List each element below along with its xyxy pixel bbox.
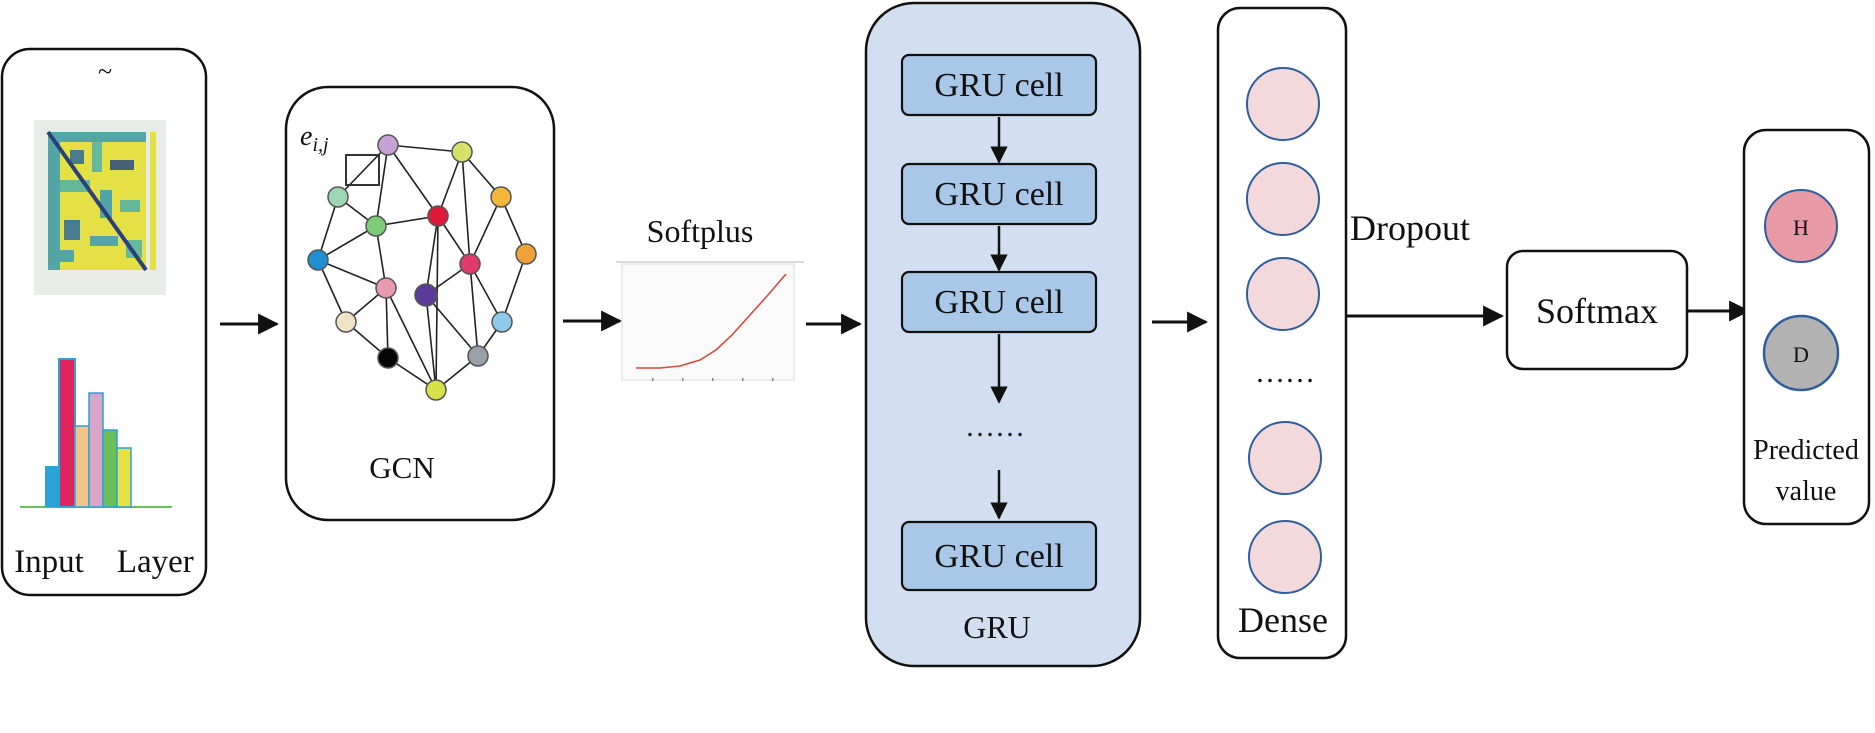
gru-cell-3: [900, 270, 1098, 334]
input-layer-block: ~: [0, 47, 208, 597]
softplus-curve: [636, 273, 787, 369]
dense-neurons: [1246, 67, 1322, 594]
gru-block: GRU cell GRU cell GRU cell …… GRU cell G…: [864, 1, 1142, 668]
neuron: [1246, 67, 1320, 141]
output-block: H D Predicted value: [1742, 128, 1871, 526]
value-label: value: [1776, 476, 1837, 507]
gru-cell-1: [900, 53, 1098, 117]
gru-cell-2: [900, 162, 1098, 226]
dropout-label: Dropout: [1350, 208, 1470, 248]
gru-ellipsis: ……: [965, 410, 1025, 443]
input-layer-label: Input Layer: [14, 544, 194, 580]
softmax-label: Softmax: [1536, 291, 1658, 331]
tilde-mark: ~: [98, 57, 112, 86]
gru-cell-4-label: GRU cell: [934, 538, 1063, 575]
gru-cell-1-label: GRU cell: [934, 67, 1063, 104]
softplus-ticks: [652, 378, 774, 381]
softplus-label: Softplus: [647, 213, 754, 249]
softplus-block: Softplus: [616, 213, 804, 381]
edge-label: ei,j: [300, 121, 329, 156]
neuron: [1246, 162, 1320, 236]
class-h-label: H: [1793, 215, 1809, 240]
adjacency-matrix-thumbnail: [34, 120, 166, 295]
gcn-block: ei,j GCN: [284, 85, 556, 522]
gru-label: GRU: [963, 609, 1031, 645]
class-d-node: [1762, 314, 1840, 392]
class-d-label: D: [1793, 342, 1809, 367]
neuron: [1248, 520, 1322, 594]
neuron: [1248, 421, 1322, 495]
neuron: [1246, 257, 1320, 331]
gru-cell-2-label: GRU cell: [934, 176, 1063, 213]
dense-block: …… Dense: [1216, 6, 1348, 660]
dense-label: Dense: [1238, 600, 1328, 640]
feature-bar-thumbnail: [20, 358, 172, 508]
gru-cell-3-label: GRU cell: [934, 284, 1063, 321]
dense-ellipsis: ……: [1255, 356, 1315, 389]
predicted-label: Predicted: [1753, 435, 1859, 466]
edge-highlight-box: [345, 154, 380, 186]
graph-nodes: [307, 134, 537, 401]
gru-cell-4: [900, 520, 1098, 592]
class-h-node: [1764, 189, 1838, 263]
gcn-label: GCN: [369, 450, 434, 485]
softmax-block: Softmax: [1505, 249, 1689, 371]
